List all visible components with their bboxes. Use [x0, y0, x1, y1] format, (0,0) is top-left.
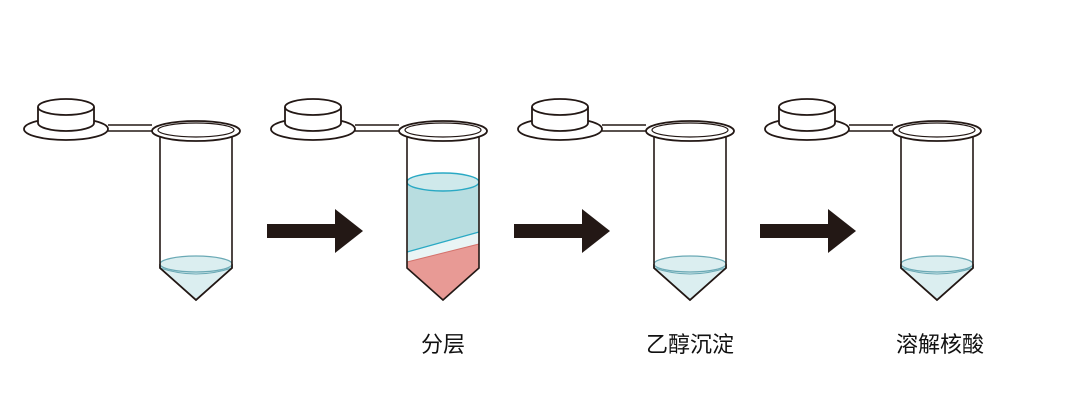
tube-1 [23, 98, 241, 301]
arrow-3 [760, 209, 856, 253]
step-label-phase-separation: 分层 [420, 333, 465, 358]
tube-3 [517, 98, 735, 301]
tube-2 [270, 98, 488, 301]
arrow-1 [267, 209, 363, 253]
arrow-2 [514, 209, 610, 253]
step-label-ethanol-precipitation: 乙醇沉淀 [645, 333, 734, 358]
tube-4 [764, 98, 982, 301]
step-label-dissolve-nucleic-acid: 溶解核酸 [895, 333, 984, 358]
